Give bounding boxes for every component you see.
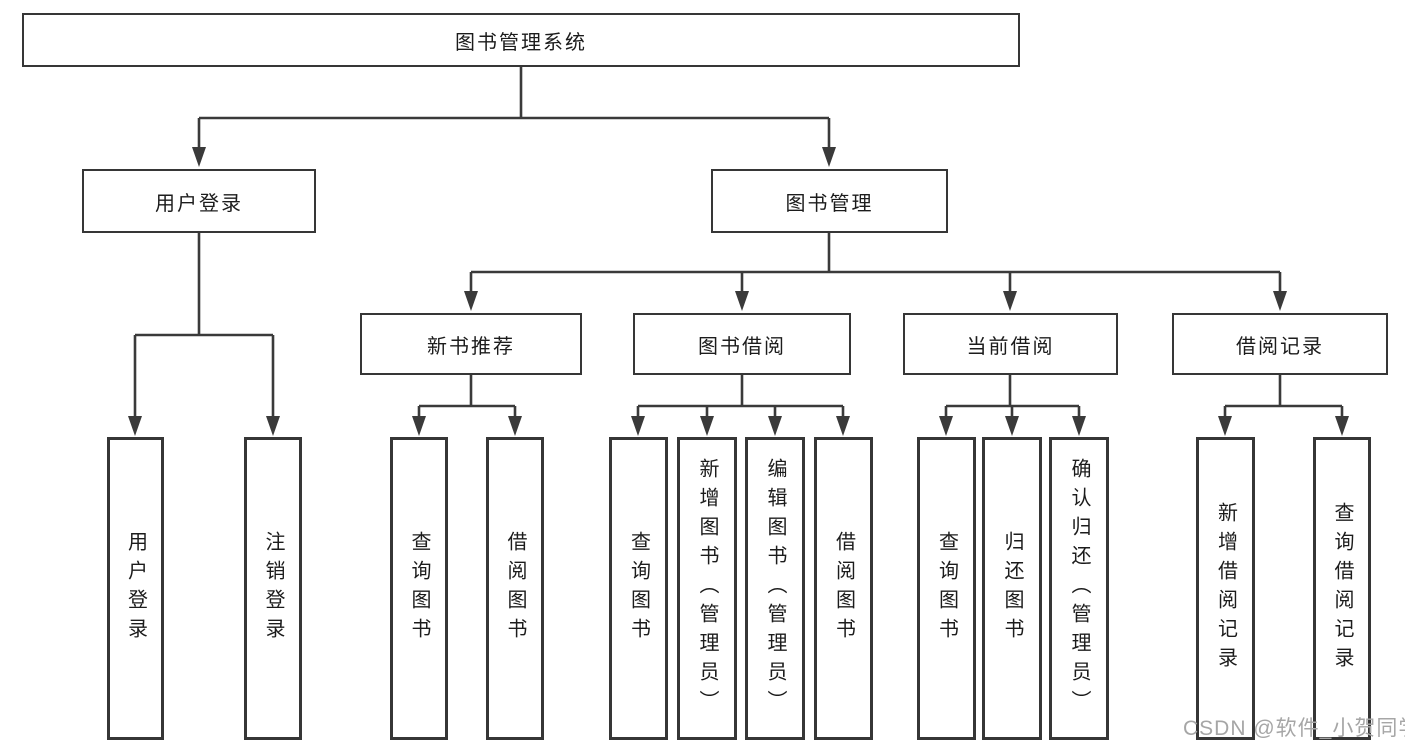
arrow-icon <box>412 416 426 436</box>
node-book-borrow: 图书借阅 <box>633 313 851 375</box>
leaf-confirm-return-admin: 确认归还（管理员） <box>1049 437 1109 740</box>
leaf-user-login: 用户登录 <box>107 437 164 740</box>
node-current-borrow: 当前借阅 <box>903 313 1118 375</box>
arrow-icon <box>768 416 782 436</box>
leaf-recommend-query-books: 查询图书 <box>390 437 448 740</box>
arrow-icon <box>735 291 749 311</box>
leaf-current-query-books: 查询图书 <box>917 437 976 740</box>
leaf-borrow-query-books: 查询图书 <box>609 437 668 740</box>
leaf-recommend-borrow-books: 借阅图书 <box>486 437 544 740</box>
arrow-icon <box>192 147 206 167</box>
connector-book-borrow-split <box>636 375 845 418</box>
csdn-watermark: CSDN @软件_小贺同学 <box>1183 717 1405 740</box>
leaf-borrow-books: 借阅图书 <box>814 437 873 740</box>
leaf-edit-books-admin: 编辑图书（管理员） <box>745 437 805 740</box>
leaf-add-borrow-record: 新增借阅记录 <box>1196 437 1255 740</box>
arrow-icon <box>464 291 478 311</box>
leaf-add-books-admin: 新增图书（管理员） <box>677 437 737 740</box>
connector-root-split <box>197 67 831 150</box>
arrow-icon <box>1335 416 1349 436</box>
arrow-icon <box>1273 291 1287 311</box>
leaf-return-books: 归还图书 <box>982 437 1042 740</box>
arrow-icon <box>266 416 280 436</box>
node-book-management: 图书管理 <box>711 169 948 233</box>
arrow-icon <box>1218 416 1232 436</box>
connector-book-mgmt-split <box>469 233 1282 293</box>
arrow-icon <box>836 416 850 436</box>
connector-borrow-records-split <box>1223 375 1344 418</box>
arrow-icon <box>700 416 714 436</box>
leaf-logout: 注销登录 <box>244 437 302 740</box>
connector-user-login-split <box>133 233 275 418</box>
arrow-icon <box>1005 416 1019 436</box>
connector-current-borrow-split <box>944 375 1081 418</box>
node-new-book-recommend: 新书推荐 <box>360 313 582 375</box>
arrow-icon <box>822 147 836 167</box>
connector-new-book-split <box>417 375 517 418</box>
node-borrow-records: 借阅记录 <box>1172 313 1388 375</box>
node-root-library-system: 图书管理系统 <box>22 13 1020 67</box>
arrow-icon <box>1072 416 1086 436</box>
leaf-query-borrow-record: 查询借阅记录 <box>1313 437 1371 740</box>
node-user-login: 用户登录 <box>82 169 316 233</box>
arrow-icon <box>1003 291 1017 311</box>
arrow-icon <box>939 416 953 436</box>
arrow-icon <box>128 416 142 436</box>
arrow-icon <box>508 416 522 436</box>
arrow-icon <box>631 416 645 436</box>
